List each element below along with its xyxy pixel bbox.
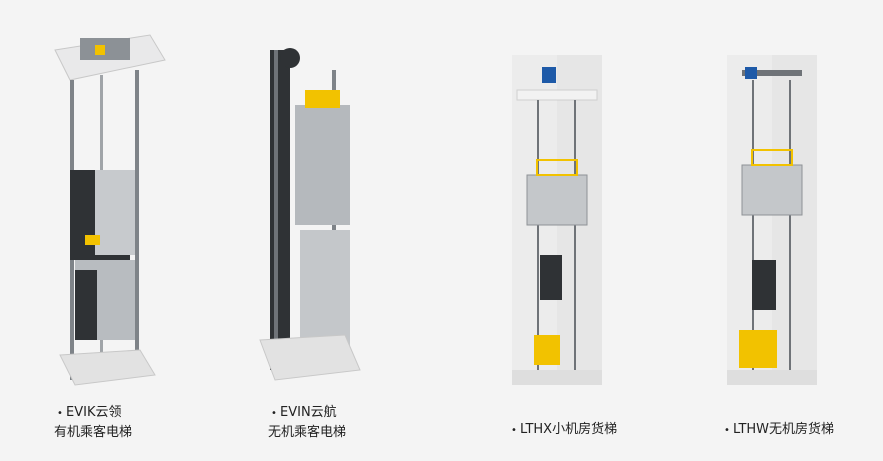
elevator-lthw-illustration [727, 55, 817, 385]
elevator-evik-illustration [54, 34, 166, 386]
caption-lthw-line1: LTHW无机房货梯 [733, 422, 835, 437]
caption-evin: •EVIN云航 无机乘客电梯 [268, 403, 346, 442]
bullet-icon: • [724, 425, 730, 436]
caption-lthw: •LTHW无机房货梯 [721, 420, 834, 440]
elevator-lthx-illustration [512, 55, 602, 385]
caption-evik-line2: 有机乘客电梯 [54, 425, 133, 440]
bullet-icon: • [57, 408, 63, 419]
product-lthx[interactable] [512, 55, 602, 385]
product-evin[interactable] [250, 40, 370, 385]
bullet-icon: • [511, 425, 517, 436]
caption-lthx: •LTHX小机房货梯 [508, 420, 617, 440]
caption-lthx-line1: LTHX小机房货梯 [520, 422, 618, 437]
bullet-icon: • [271, 408, 277, 419]
elevator-evin-illustration [259, 48, 361, 381]
caption-evik: •EVIK云领 有机乘客电梯 [54, 403, 132, 442]
caption-evin-line2: 无机乘客电梯 [268, 425, 347, 440]
product-lthw[interactable] [727, 55, 817, 385]
caption-evik-line1: EVIK云领 [66, 405, 122, 420]
product-evik[interactable] [40, 20, 180, 400]
caption-evin-line1: EVIN云航 [280, 405, 337, 420]
